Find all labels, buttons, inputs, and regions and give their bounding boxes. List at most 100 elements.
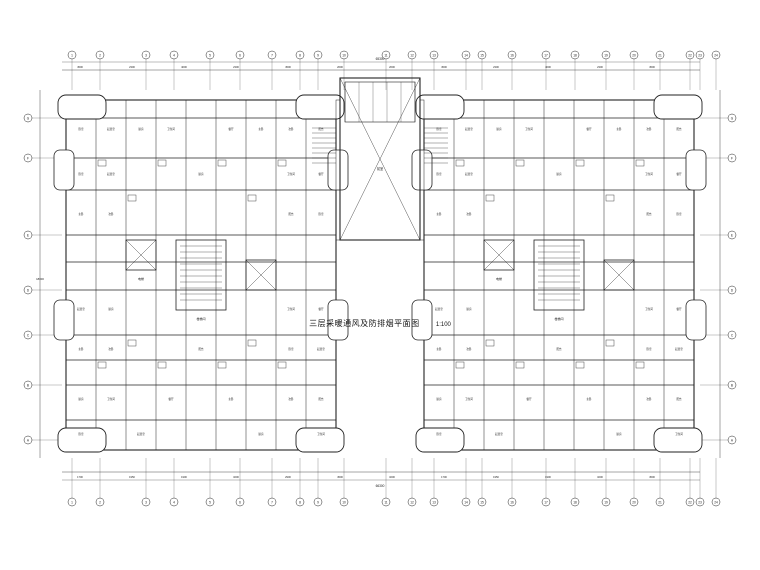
- elevator-cross: [125, 239, 157, 271]
- room-label: 卫生间: [287, 307, 295, 311]
- axis-label-bottom: 5: [209, 501, 211, 505]
- room-label: 餐厅: [526, 397, 532, 401]
- room-label: 主卧: [616, 127, 622, 131]
- axis-bubble-bottom: [685, 497, 695, 507]
- axis-label-top: 7: [271, 54, 273, 58]
- axis-label-top: 20: [632, 54, 636, 58]
- axis-label-top: 15: [480, 54, 484, 58]
- axis-bubble-bottom: [655, 497, 665, 507]
- axis-bubble-bottom: [169, 497, 179, 507]
- room-label: 餐厅: [676, 307, 682, 311]
- room-label: 起居室: [465, 127, 473, 131]
- axis-label-bottom: 1: [71, 501, 73, 505]
- room-label: 厨房: [198, 172, 204, 176]
- balcony-outline: [653, 427, 703, 453]
- axis-bubble-bottom: [477, 497, 487, 507]
- room-label: 卧室: [676, 212, 682, 216]
- room-label: 次卧: [466, 347, 472, 351]
- axis-bubble-top: [313, 50, 323, 60]
- axis-label-top: 13: [432, 54, 436, 58]
- axis-bubble-left: [23, 230, 33, 240]
- drawing-title: 三层采暖通风及防排烟平面图: [309, 319, 420, 328]
- room-label: 卫生间: [675, 432, 683, 436]
- axis-bubble-top: [601, 50, 611, 60]
- room-label: 主卧: [436, 347, 442, 351]
- stair-label: 楼梯间: [554, 316, 563, 321]
- axis-bubble-bottom: [407, 497, 417, 507]
- room-label: 起居室: [435, 307, 443, 311]
- fixture-symbol: [247, 339, 257, 347]
- axis-label-right: B: [731, 383, 733, 387]
- room-label: 卧室: [78, 432, 84, 436]
- room-label: 次卧: [108, 347, 114, 351]
- axis-label-bottom: 20: [632, 501, 636, 505]
- room-label: 阳台: [676, 127, 682, 131]
- room-label: 餐厅: [676, 172, 682, 176]
- axis-bubble-right: [727, 230, 737, 240]
- axis-bubble-top: [570, 50, 580, 60]
- room-label: 卧室: [78, 172, 84, 176]
- axis-bubble-top: [141, 50, 151, 60]
- elevator-shaft: [125, 239, 157, 271]
- fixture-symbol: [605, 339, 615, 347]
- room-label: 卫生间: [645, 172, 653, 176]
- axis-bubble-right: [727, 285, 737, 295]
- elevator-shaft: [483, 239, 515, 271]
- axis-bubble-top: [169, 50, 179, 60]
- room-label: 卧室: [646, 347, 652, 351]
- axis-label-top: 3: [145, 54, 147, 58]
- axis-bubble-bottom: [295, 497, 305, 507]
- top-total-dim: 65300: [376, 57, 385, 61]
- axis-bubble-top: [407, 50, 417, 60]
- bottom-dim-text: 4500: [649, 475, 655, 479]
- top-dim-text: 4500: [441, 65, 447, 69]
- room-label: 起居室: [495, 432, 503, 436]
- room-label: 阳台: [318, 127, 324, 131]
- room-label: 次卧: [108, 212, 114, 216]
- room-label: 卧室: [436, 127, 442, 131]
- axis-label-top: 21: [658, 54, 662, 58]
- room-label: 餐厅: [228, 127, 234, 131]
- fixture-symbol: [485, 194, 495, 202]
- axis-bubble-bottom: [381, 497, 391, 507]
- axis-bubble-left: [23, 380, 33, 390]
- side-balcony-outline: [685, 149, 707, 191]
- bottom-dim-text: 4500: [337, 475, 343, 479]
- room-label: 厨房: [78, 397, 84, 401]
- fixture-symbol: [575, 159, 585, 167]
- axis-label-top: 24: [714, 54, 718, 58]
- room-label: 卧室: [436, 172, 442, 176]
- side-balcony-outline: [411, 299, 433, 341]
- wing-outline: [423, 99, 695, 451]
- axis-bubble-top: [429, 50, 439, 60]
- balcony-outline: [57, 94, 107, 120]
- fixture-symbol: [575, 361, 585, 369]
- axis-label-top: 1: [71, 54, 73, 58]
- axis-label-bottom: 22: [688, 501, 692, 505]
- axis-label-bottom: 18: [573, 501, 577, 505]
- axis-label-bottom: 24: [714, 501, 718, 505]
- top-dim-text: 2600: [389, 65, 395, 69]
- room-label: 起居室: [107, 172, 115, 176]
- room-label: 厨房: [436, 397, 442, 401]
- fixture-symbol: [127, 339, 137, 347]
- room-label: 餐厅: [318, 307, 324, 311]
- bottom-total-dim: 66300: [376, 484, 385, 488]
- axis-label-bottom: 15: [480, 501, 484, 505]
- room-label: 卧室: [288, 347, 294, 351]
- room-label: 厨房: [556, 172, 562, 176]
- axis-bubble-bottom: [507, 497, 517, 507]
- room-label: 厨房: [616, 432, 622, 436]
- center-label: 前室: [377, 166, 383, 171]
- axis-label-bottom: 17: [544, 501, 548, 505]
- elevator-shaft: [603, 259, 635, 291]
- fixture-symbol: [217, 361, 227, 369]
- room-label: 阳台: [198, 347, 204, 351]
- top-dim-text: 2300: [233, 65, 239, 69]
- stair-core: [175, 239, 227, 311]
- room-label: 主卧: [78, 347, 84, 351]
- top-dim-text: 4500: [285, 65, 291, 69]
- axis-label-bottom: 16: [510, 501, 514, 505]
